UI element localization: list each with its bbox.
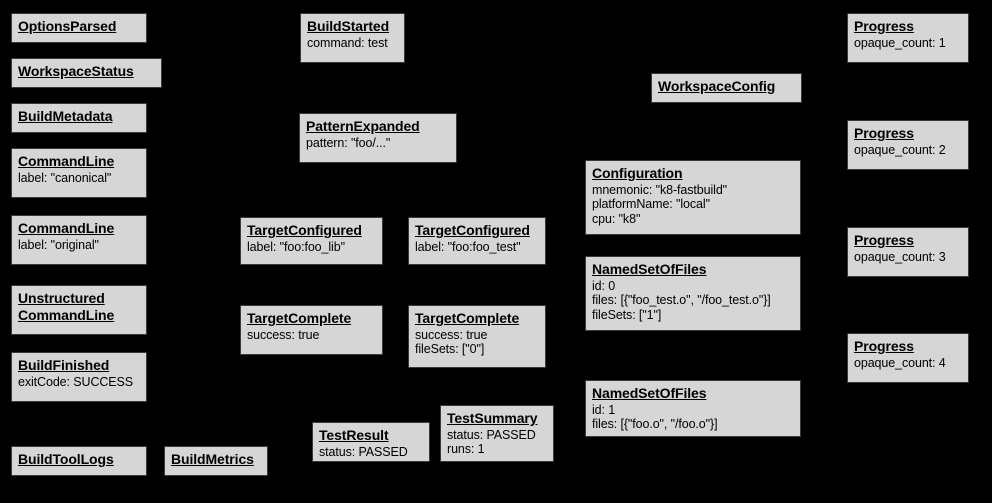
node-title: Progress: [854, 338, 914, 354]
node-title: WorkspaceConfig: [658, 78, 776, 94]
node-build-tool-logs[interactable]: BuildToolLogs: [11, 446, 147, 476]
node-fields: opaque_count: 4: [854, 356, 962, 371]
node-field: runs: 1: [447, 442, 485, 457]
node-title: TestSummary: [447, 410, 538, 426]
node-options-parsed[interactable]: OptionsParsed: [11, 13, 147, 43]
node-title: Progress: [854, 232, 914, 248]
node-field: exitCode: SUCCESS: [18, 374, 134, 389]
node-title: CommandLine: [18, 220, 115, 236]
node-field: files: [{"foo_test.o", "/foo_test.o"}]: [592, 293, 771, 308]
node-field: fileSets: ["1"]: [592, 308, 662, 323]
node-fields: mnemonic: "k8-fastbuild"platformName: "l…: [592, 183, 794, 227]
node-fields: opaque_count: 3: [854, 250, 962, 265]
node-title: NamedSetOfFiles: [592, 261, 707, 277]
node-field: success: true: [247, 327, 320, 342]
node-field: fileSets: ["0"]: [415, 342, 485, 357]
node-title: TestResult: [319, 427, 389, 443]
node-workspace-status[interactable]: WorkspaceStatus: [11, 58, 162, 88]
node-title: BuildMetrics: [171, 451, 254, 467]
node-field: status: PASSED: [319, 444, 408, 459]
node-title: TargetConfigured: [415, 222, 530, 238]
node-fields: label: "foo:foo_lib": [247, 240, 376, 255]
node-field: command: test: [307, 35, 388, 50]
node-field: mnemonic: "k8-fastbuild": [592, 182, 728, 197]
node-field: pattern: "foo/...": [306, 135, 391, 150]
node-unstructured-command-line[interactable]: Unstructured CommandLine: [11, 285, 147, 335]
node-field: label: "foo:foo_test": [415, 239, 521, 254]
node-fields: status: PASSED: [319, 445, 423, 460]
node-title: TargetComplete: [415, 310, 520, 326]
node-fields: label: "foo:foo_test": [415, 240, 539, 255]
node-field: label: "foo:foo_lib": [247, 239, 345, 254]
node-title: BuildToolLogs: [18, 451, 114, 467]
node-fields: label: "original": [18, 238, 140, 253]
node-field: opaque_count: 3: [854, 249, 946, 264]
node-title: TargetComplete: [247, 310, 352, 326]
node-field: label: "canonical": [18, 170, 112, 185]
node-title: OptionsParsed: [18, 18, 117, 34]
node-title: TargetConfigured: [247, 222, 362, 238]
node-title: NamedSetOfFiles: [592, 385, 707, 401]
node-fields: success: true: [247, 328, 376, 343]
node-field: success: true: [415, 327, 488, 342]
node-title: Progress: [854, 125, 914, 141]
node-fields: pattern: "foo/...": [306, 136, 450, 151]
node-field: cpu: "k8": [592, 212, 641, 227]
node-build-metadata[interactable]: BuildMetadata: [11, 103, 147, 133]
node-field: id: 1: [592, 402, 616, 417]
node-title: Unstructured CommandLine: [18, 290, 115, 323]
node-title: BuildMetadata: [18, 108, 113, 124]
node-title: PatternExpanded: [306, 118, 420, 134]
node-fields: exitCode: SUCCESS: [18, 375, 140, 390]
node-fields: opaque_count: 2: [854, 143, 962, 158]
node-field: opaque_count: 1: [854, 35, 946, 50]
node-title: Configuration: [592, 165, 683, 181]
node-title: Progress: [854, 18, 914, 34]
node-field: platformName: "local": [592, 197, 710, 212]
node-title: BuildStarted: [307, 18, 390, 34]
node-title: CommandLine: [18, 153, 115, 169]
node-field: status: PASSED: [447, 427, 536, 442]
node-fields: label: "canonical": [18, 171, 140, 186]
node-fields: opaque_count: 1: [854, 36, 962, 51]
node-workspace-config[interactable]: WorkspaceConfig: [651, 73, 802, 103]
node-build-metrics[interactable]: BuildMetrics: [164, 446, 268, 476]
node-fields: command: test: [307, 36, 398, 51]
node-field: files: [{"foo.o", "/foo.o"}]: [592, 417, 718, 432]
node-title: WorkspaceStatus: [18, 63, 134, 79]
node-title: BuildFinished: [18, 357, 110, 373]
node-field: label: "original": [18, 237, 99, 252]
node-field: id: 0: [592, 278, 616, 293]
node-field: opaque_count: 2: [854, 142, 946, 157]
node-field: opaque_count: 4: [854, 355, 946, 370]
